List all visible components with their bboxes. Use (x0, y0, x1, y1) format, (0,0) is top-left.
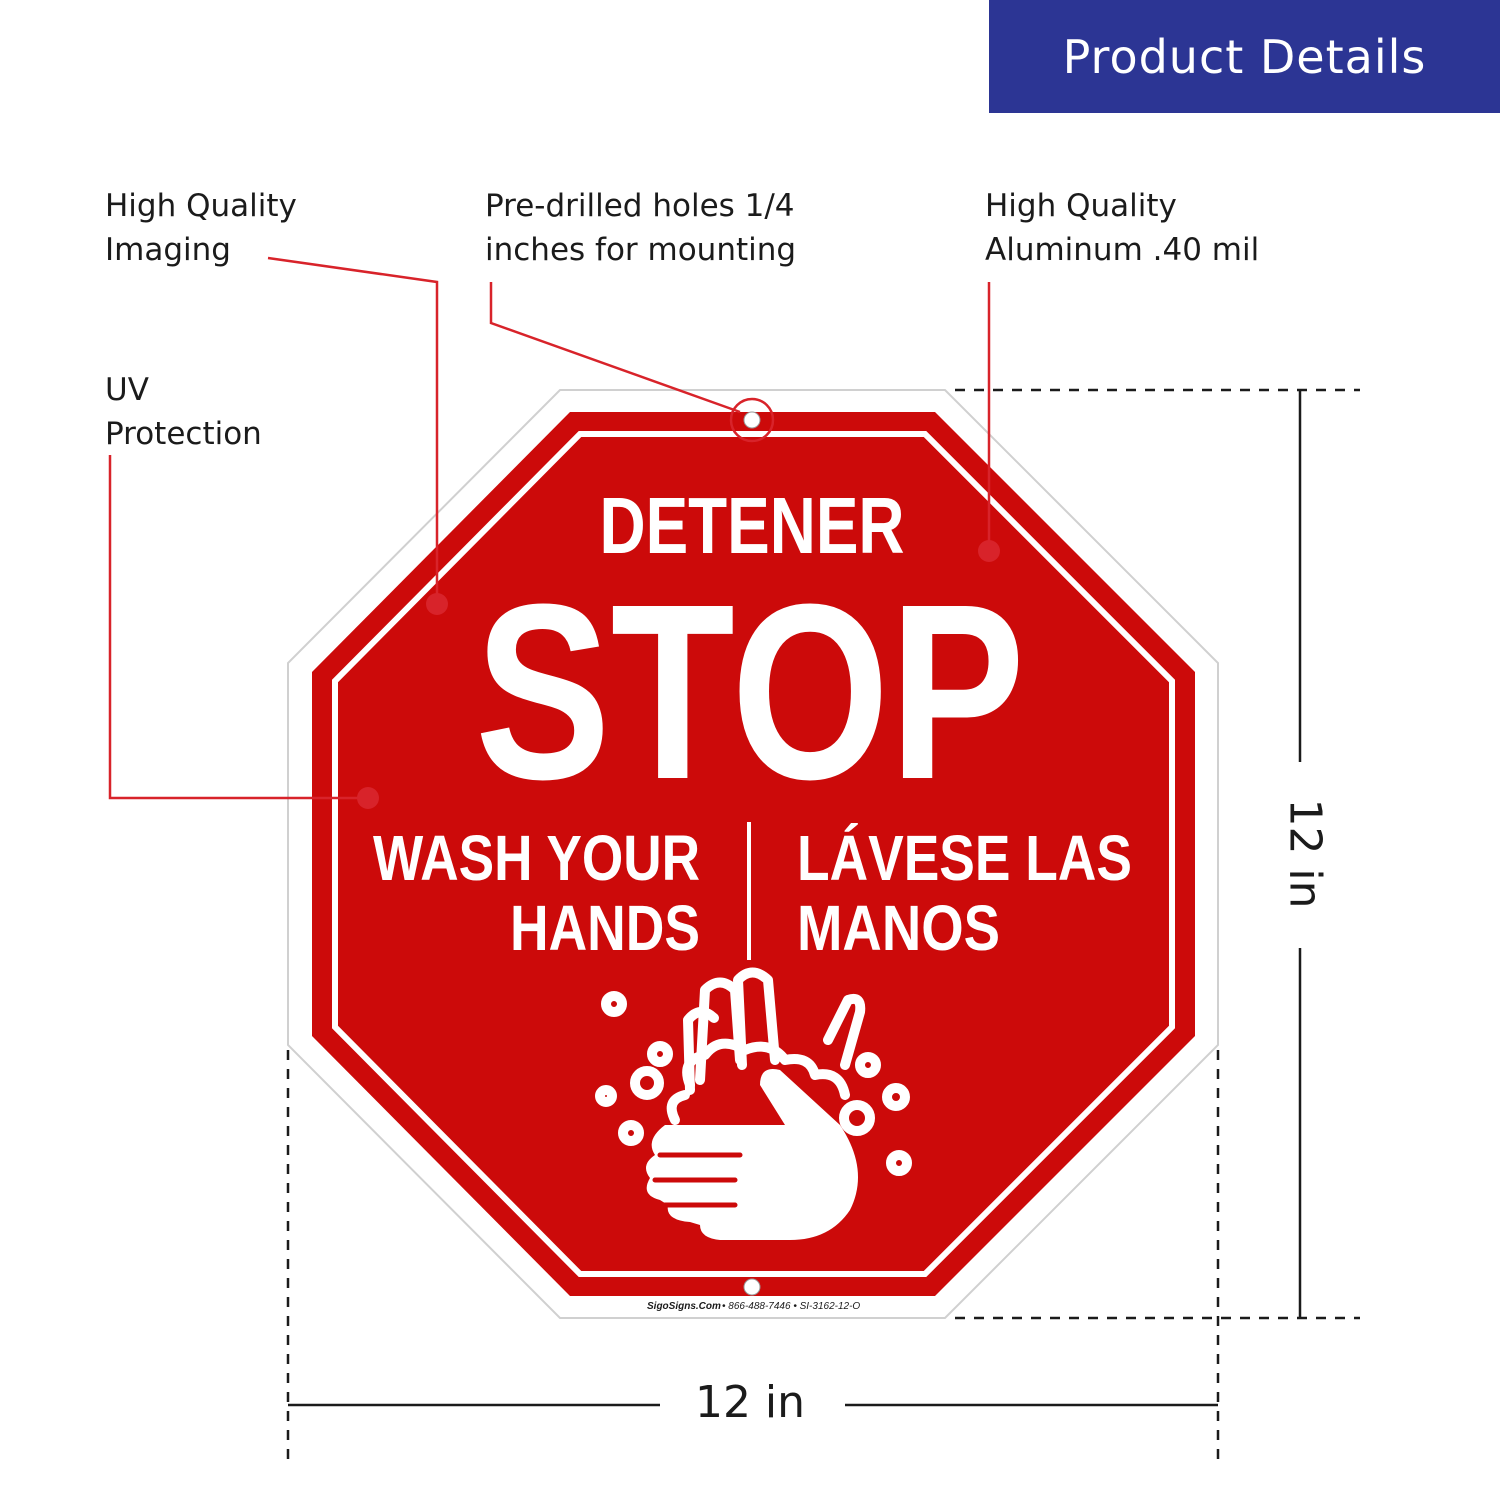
dot-uv (357, 787, 379, 809)
sign-wash-line1: WASH YOUR (373, 822, 700, 894)
callout-imaging: High Quality Imaging (105, 184, 297, 272)
dot-imaging (426, 593, 448, 615)
callout-aluminum: High Quality Aluminum .40 mil (985, 184, 1259, 272)
leader-uv (108, 455, 368, 800)
sign-footer-info: • 866-488-7446 • SI-3162-12-O (722, 1301, 860, 1312)
callout-holes-line2: inches for mounting (485, 232, 797, 268)
leader-holes (489, 282, 741, 414)
leader-holes-ring (729, 397, 775, 443)
dimension-height-label: 12 in (1279, 798, 1331, 909)
callout-aluminum-line2: Aluminum .40 mil (985, 232, 1260, 268)
callout-dots (357, 540, 1000, 809)
sign-footer-brand: SigoSigns.Com (647, 1301, 721, 1312)
mounting-hole-top (743, 411, 761, 429)
callout-imaging-line2: Imaging (105, 232, 231, 268)
leader-imaging (267, 256, 439, 604)
callout-uv-line1: UV (105, 372, 149, 408)
sign-wash-line2: HANDS (510, 892, 700, 964)
callout-holes: Pre-drilled holes 1/4 inches for mountin… (485, 184, 796, 272)
sign-stop: STOP (475, 552, 1025, 831)
dot-aluminum (978, 540, 1000, 562)
callout-aluminum-line1: High Quality (985, 188, 1177, 224)
callout-imaging-line1: High Quality (105, 188, 297, 224)
sign-inner-border (332, 431, 1175, 1277)
sign-lavese-line2: MANOS (797, 892, 1000, 964)
callout-leaders (108, 256, 991, 800)
callout-uv: UV Protection (105, 368, 262, 456)
callout-uv-line2: Protection (105, 416, 262, 452)
hand-washing-icon (595, 967, 912, 1240)
sign-red-face (312, 412, 1195, 1296)
callout-holes-line1: Pre-drilled holes 1/4 (485, 188, 795, 224)
sign-lavese-line1: LÁVESE LAS (797, 822, 1132, 894)
mounting-hole-bottom (743, 1278, 761, 1296)
dimension-width-label: 12 in (694, 1377, 806, 1428)
dimension-guides (286, 388, 1360, 1465)
product-details-header: Product Details (989, 0, 1500, 113)
sign-detener: DETENER (600, 481, 905, 570)
